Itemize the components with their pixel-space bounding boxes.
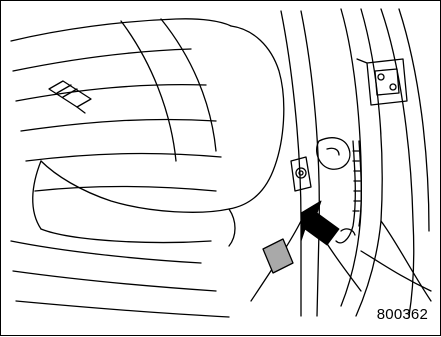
door-striker	[317, 138, 350, 170]
wiring-harness	[336, 141, 361, 243]
pointer-arrow	[301, 201, 339, 245]
seat-belt-buckle	[49, 81, 91, 113]
figure-number: 800362	[377, 306, 428, 323]
floor-carpet	[11, 241, 229, 317]
rear-seat	[11, 19, 284, 246]
